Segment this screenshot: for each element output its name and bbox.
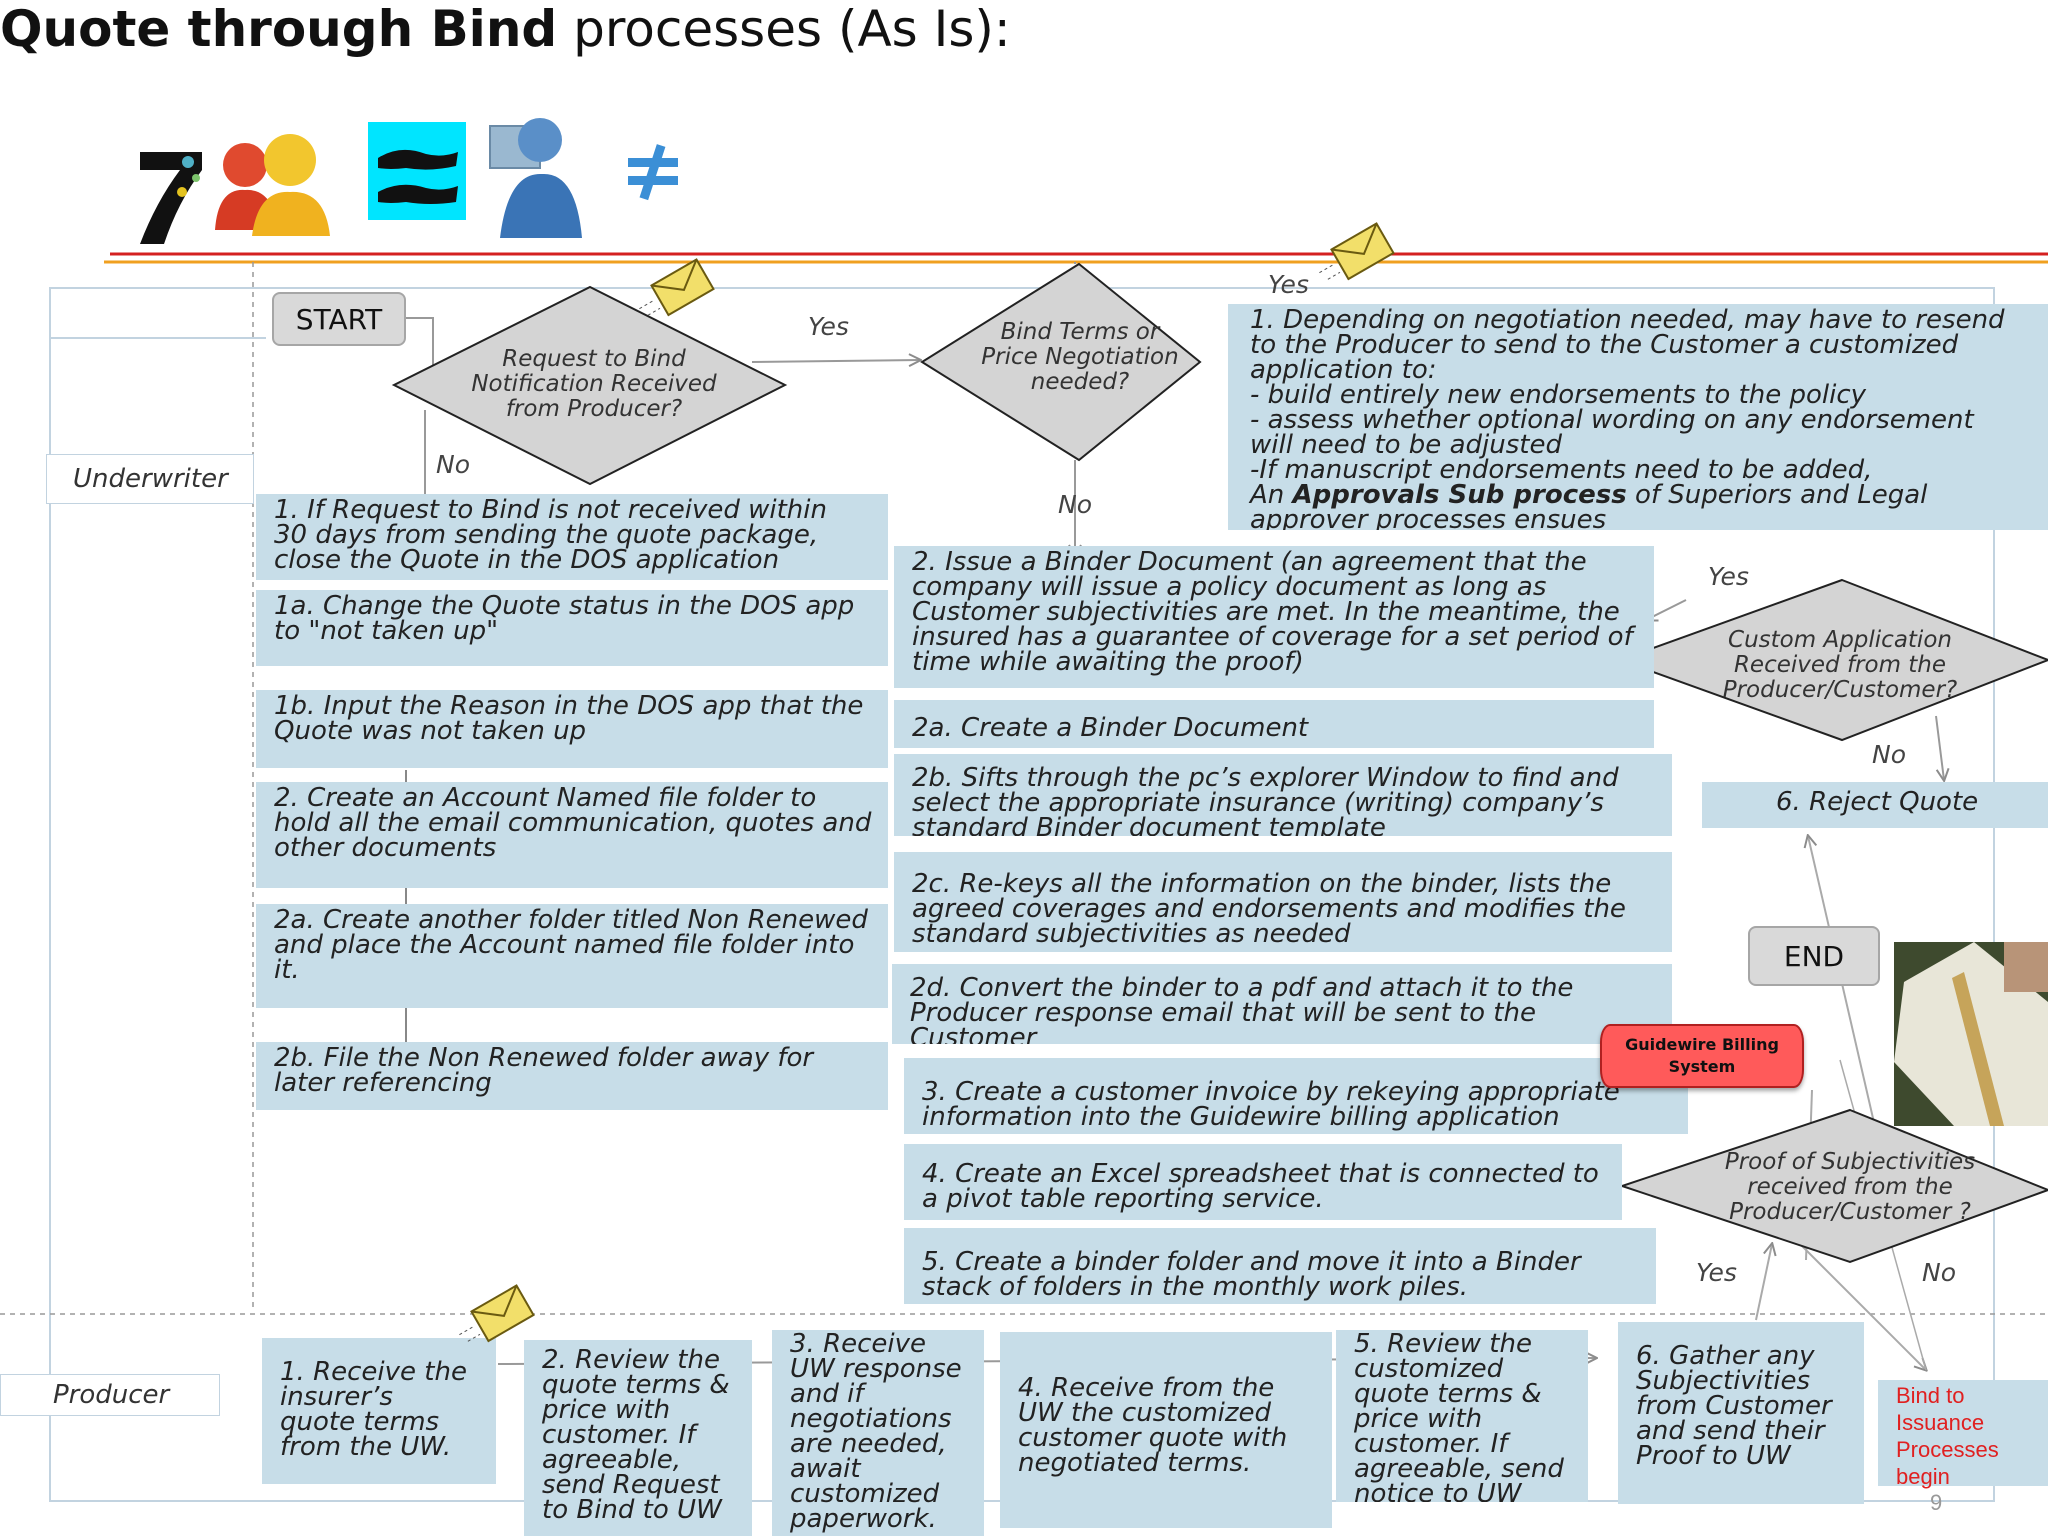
producer-step-5: 5. Review the customized quote terms & p… bbox=[1336, 1330, 1588, 1502]
uw-step-3-invoice: 3. Create a customer invoice by rekeying… bbox=[904, 1058, 1688, 1134]
no-label-proof: No bbox=[1922, 1258, 1956, 1287]
uw-step-1a: 1a. Change the Quote status in the DOS a… bbox=[256, 590, 888, 666]
uw-step-4-excel: 4. Create an Excel spreadsheet that is c… bbox=[904, 1144, 1622, 1220]
producer-step-2: 2. Review the quote terms & price with c… bbox=[524, 1340, 752, 1536]
negotiation-note: 1. Depending on negotiation needed, may … bbox=[1228, 304, 2048, 530]
header-icons bbox=[140, 118, 678, 244]
uw-binder-step-2b: 2b. Sifts through the pc’s explorer Wind… bbox=[894, 754, 1672, 836]
yes-label-proof: Yes bbox=[1696, 1258, 1737, 1287]
user-computer-icon bbox=[489, 118, 582, 238]
producer-step-4: 4. Receive from the UW the customized cu… bbox=[1000, 1332, 1332, 1528]
no-label-terms: No bbox=[1058, 490, 1092, 519]
yes-label-request: Yes bbox=[808, 312, 849, 341]
end-terminal: END bbox=[1748, 926, 1880, 986]
lane-label-underwriter: Underwriter bbox=[46, 454, 254, 504]
reject-quote: 6. Reject Quote bbox=[1702, 782, 2048, 828]
producer-step-3: 3. Receive UW response and if negotiatio… bbox=[772, 1330, 984, 1536]
bind-to-issuance: Bind to Issuance Processes begin bbox=[1878, 1380, 2048, 1489]
uw-step-5-binder-folder: 5. Create a binder folder and move it in… bbox=[904, 1228, 1656, 1304]
decision-request-to-bind bbox=[391, 285, 788, 486]
uw-step-1: 1. If Request to Bind is not received wi… bbox=[256, 494, 888, 580]
yes-label-custom: Yes bbox=[1708, 562, 1749, 591]
lane-label-producer: Producer bbox=[0, 1374, 220, 1416]
decision-proof-of-subjectivities bbox=[1618, 1108, 2048, 1264]
uw-binder-step-2: 2. Issue a Binder Document (an agreement… bbox=[894, 546, 1654, 688]
photo-thumbnail bbox=[1894, 942, 2048, 1126]
equals-scribble-icon bbox=[368, 122, 466, 220]
decision-custom-application bbox=[1617, 578, 2048, 742]
envelope-icon bbox=[1319, 222, 1395, 281]
not-equal-icon bbox=[628, 144, 678, 201]
decision-custom-text: Custom Application Received from the Pro… bbox=[1722, 627, 1958, 703]
envelope-icon bbox=[639, 258, 715, 317]
seven-icon bbox=[140, 152, 202, 244]
users-icon bbox=[215, 134, 330, 236]
uw-step-1b: 1b. Input the Reason in the DOS app that… bbox=[256, 690, 888, 768]
guidewire-billing-system: Guidewire Billing System bbox=[1600, 1024, 1804, 1088]
envelope-icon bbox=[459, 1284, 535, 1343]
page-number: 9 bbox=[1930, 1490, 1943, 1515]
uw-step-2a: 2a. Create another folder titled Non Ren… bbox=[256, 904, 888, 1008]
decision-terms-text: Bind Terms or Price Negotiation needed? bbox=[981, 319, 1179, 395]
page-title: Quote through Bind processes (As Is): bbox=[0, 0, 1011, 58]
decision-negotiation-needed bbox=[920, 262, 1202, 462]
no-label-custom: No bbox=[1872, 740, 1906, 769]
decision-request-text: Request to Bind Notification Received fr… bbox=[471, 346, 717, 422]
no-label-request: No bbox=[436, 450, 470, 479]
yes-label-terms: Yes bbox=[1268, 270, 1309, 299]
start-terminal: START bbox=[272, 292, 406, 346]
producer-step-1: 1. Receive the insurer’s quote terms fro… bbox=[262, 1338, 496, 1484]
uw-step-2: 2. Create an Account Named file folder t… bbox=[256, 782, 888, 888]
producer-step-6: 6. Gather any Subjectivities from Custom… bbox=[1618, 1322, 1864, 1504]
uw-binder-step-2d: 2d. Convert the binder to a pdf and atta… bbox=[892, 964, 1672, 1044]
uw-binder-step-2a: 2a. Create a Binder Document bbox=[894, 700, 1654, 748]
decision-proof-text: Proof of Subjectivities received from th… bbox=[1724, 1149, 1976, 1225]
uw-binder-step-2c: 2c. Re-keys all the information on the b… bbox=[894, 852, 1672, 952]
uw-step-2b: 2b. File the Non Renewed folder away for… bbox=[256, 1042, 888, 1110]
